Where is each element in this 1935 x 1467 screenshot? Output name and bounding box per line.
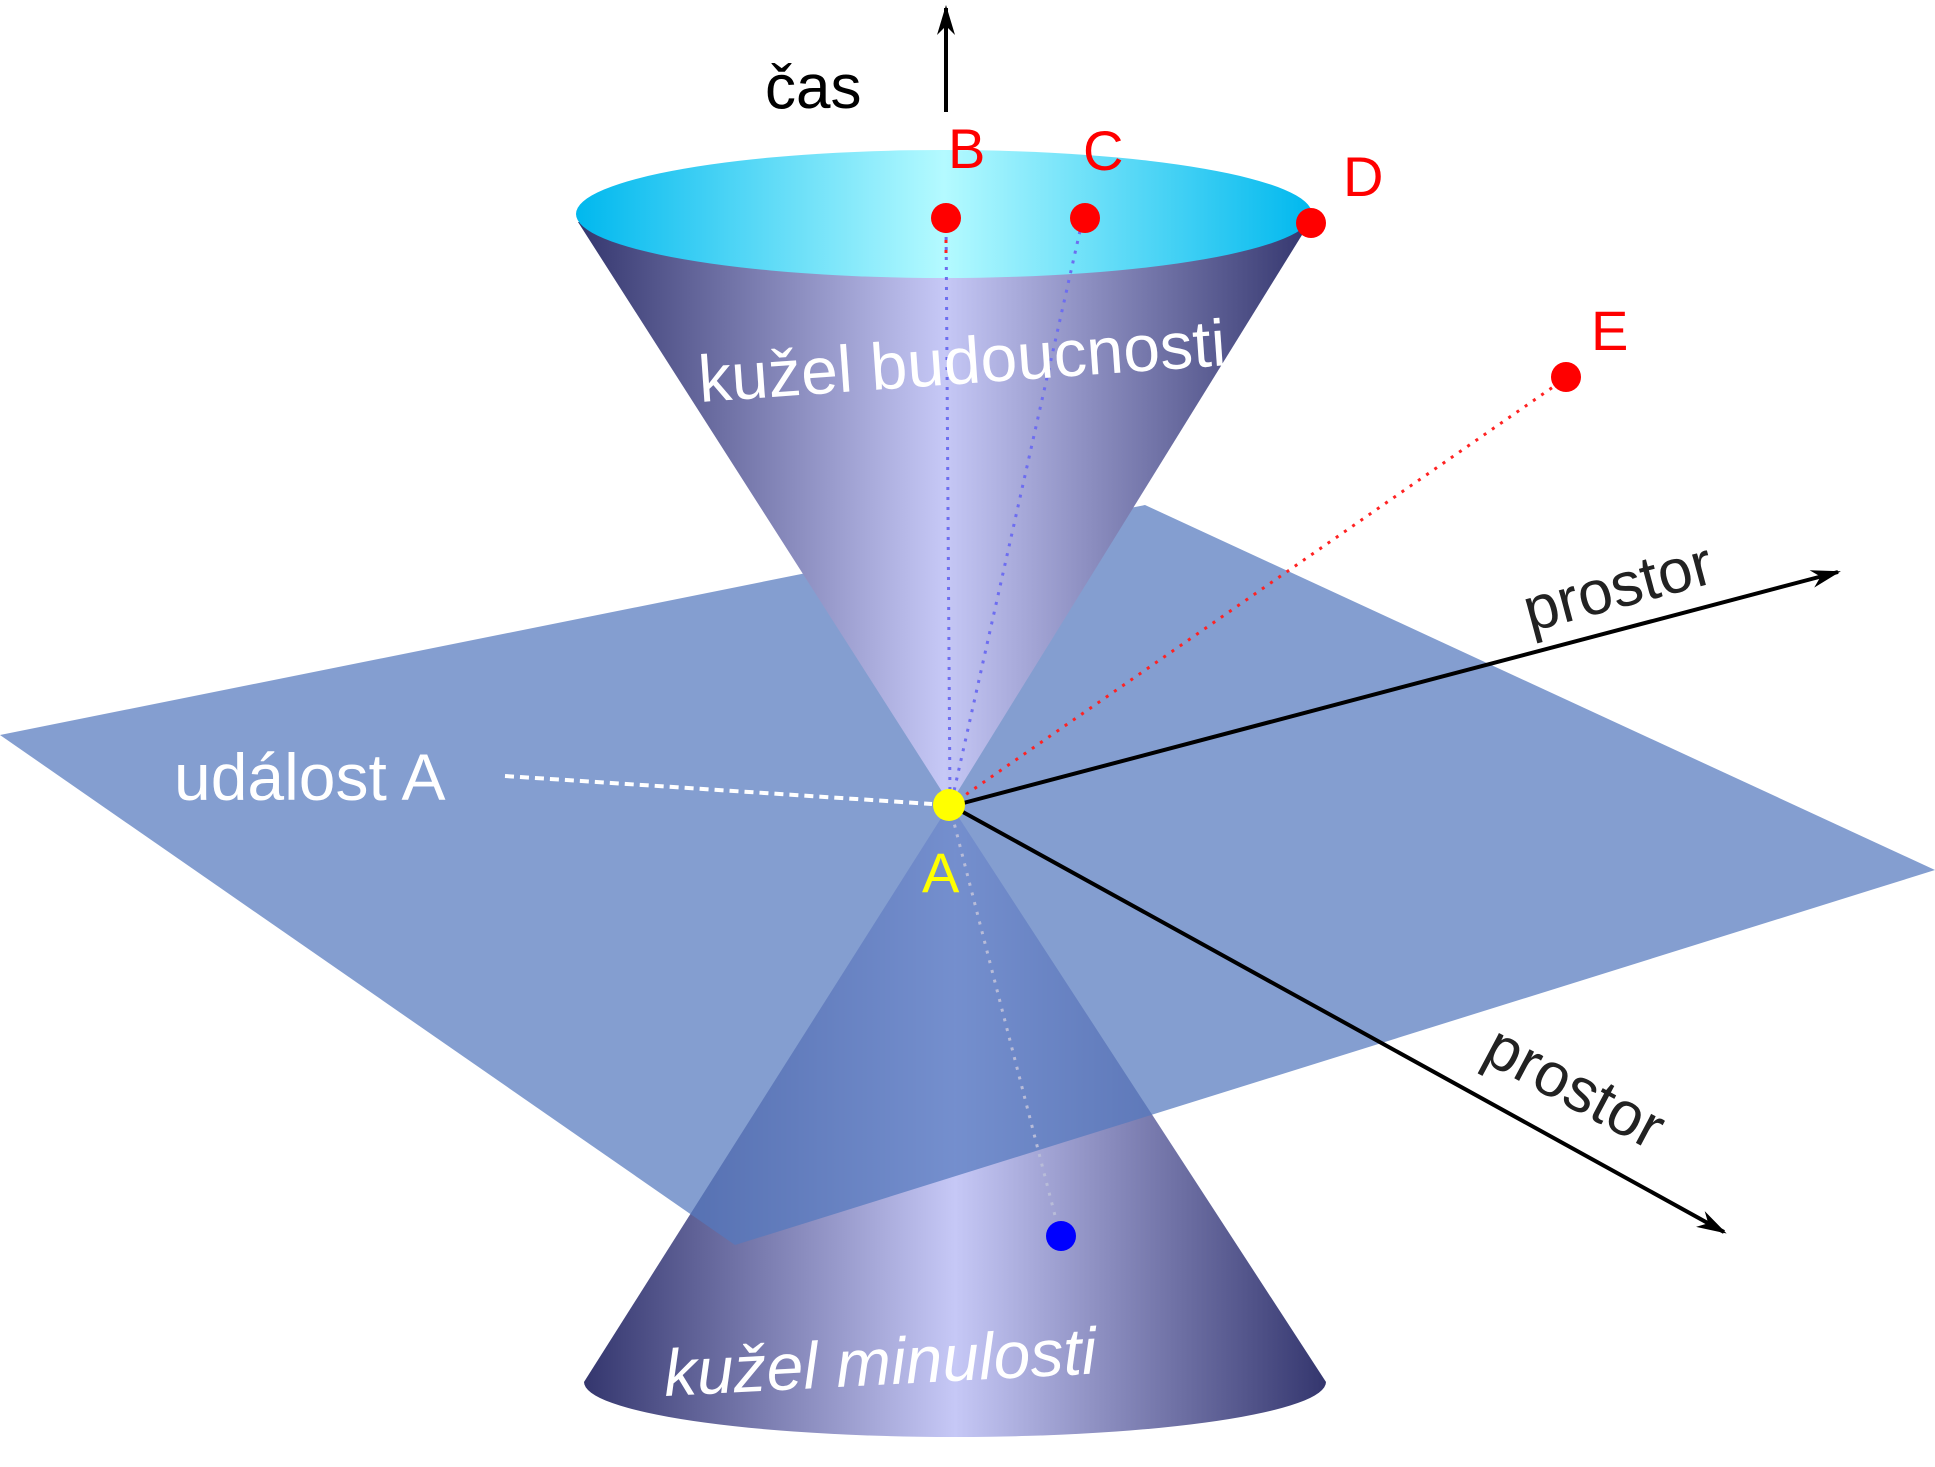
- point-C: [1070, 203, 1100, 233]
- space-axis-1: [951, 570, 1841, 808]
- point-B-label: B: [948, 117, 985, 180]
- event-label-leader: [504, 774, 933, 806]
- event-label: událost A: [174, 740, 446, 814]
- space-axis-2-label: prostor: [1473, 1011, 1676, 1163]
- point-past: [1046, 1221, 1076, 1251]
- space-axis-1-label: prostor: [1516, 529, 1720, 646]
- point-B: [931, 203, 961, 233]
- path-A-past: [950, 814, 1062, 1236]
- path-A-B: [944, 219, 952, 801]
- path-A-E: [957, 376, 1567, 802]
- point-A-label: A: [922, 841, 960, 904]
- space-axis-2: [951, 804, 1727, 1234]
- point-C-label: C: [1083, 119, 1123, 182]
- point-D: [1296, 208, 1326, 238]
- future-cone: [578, 222, 1310, 804]
- time-axis-label: čas: [765, 53, 861, 122]
- point-E: [1551, 362, 1581, 392]
- point-E-label: E: [1591, 299, 1628, 362]
- point-A: [933, 789, 965, 821]
- point-D-label: D: [1343, 145, 1383, 208]
